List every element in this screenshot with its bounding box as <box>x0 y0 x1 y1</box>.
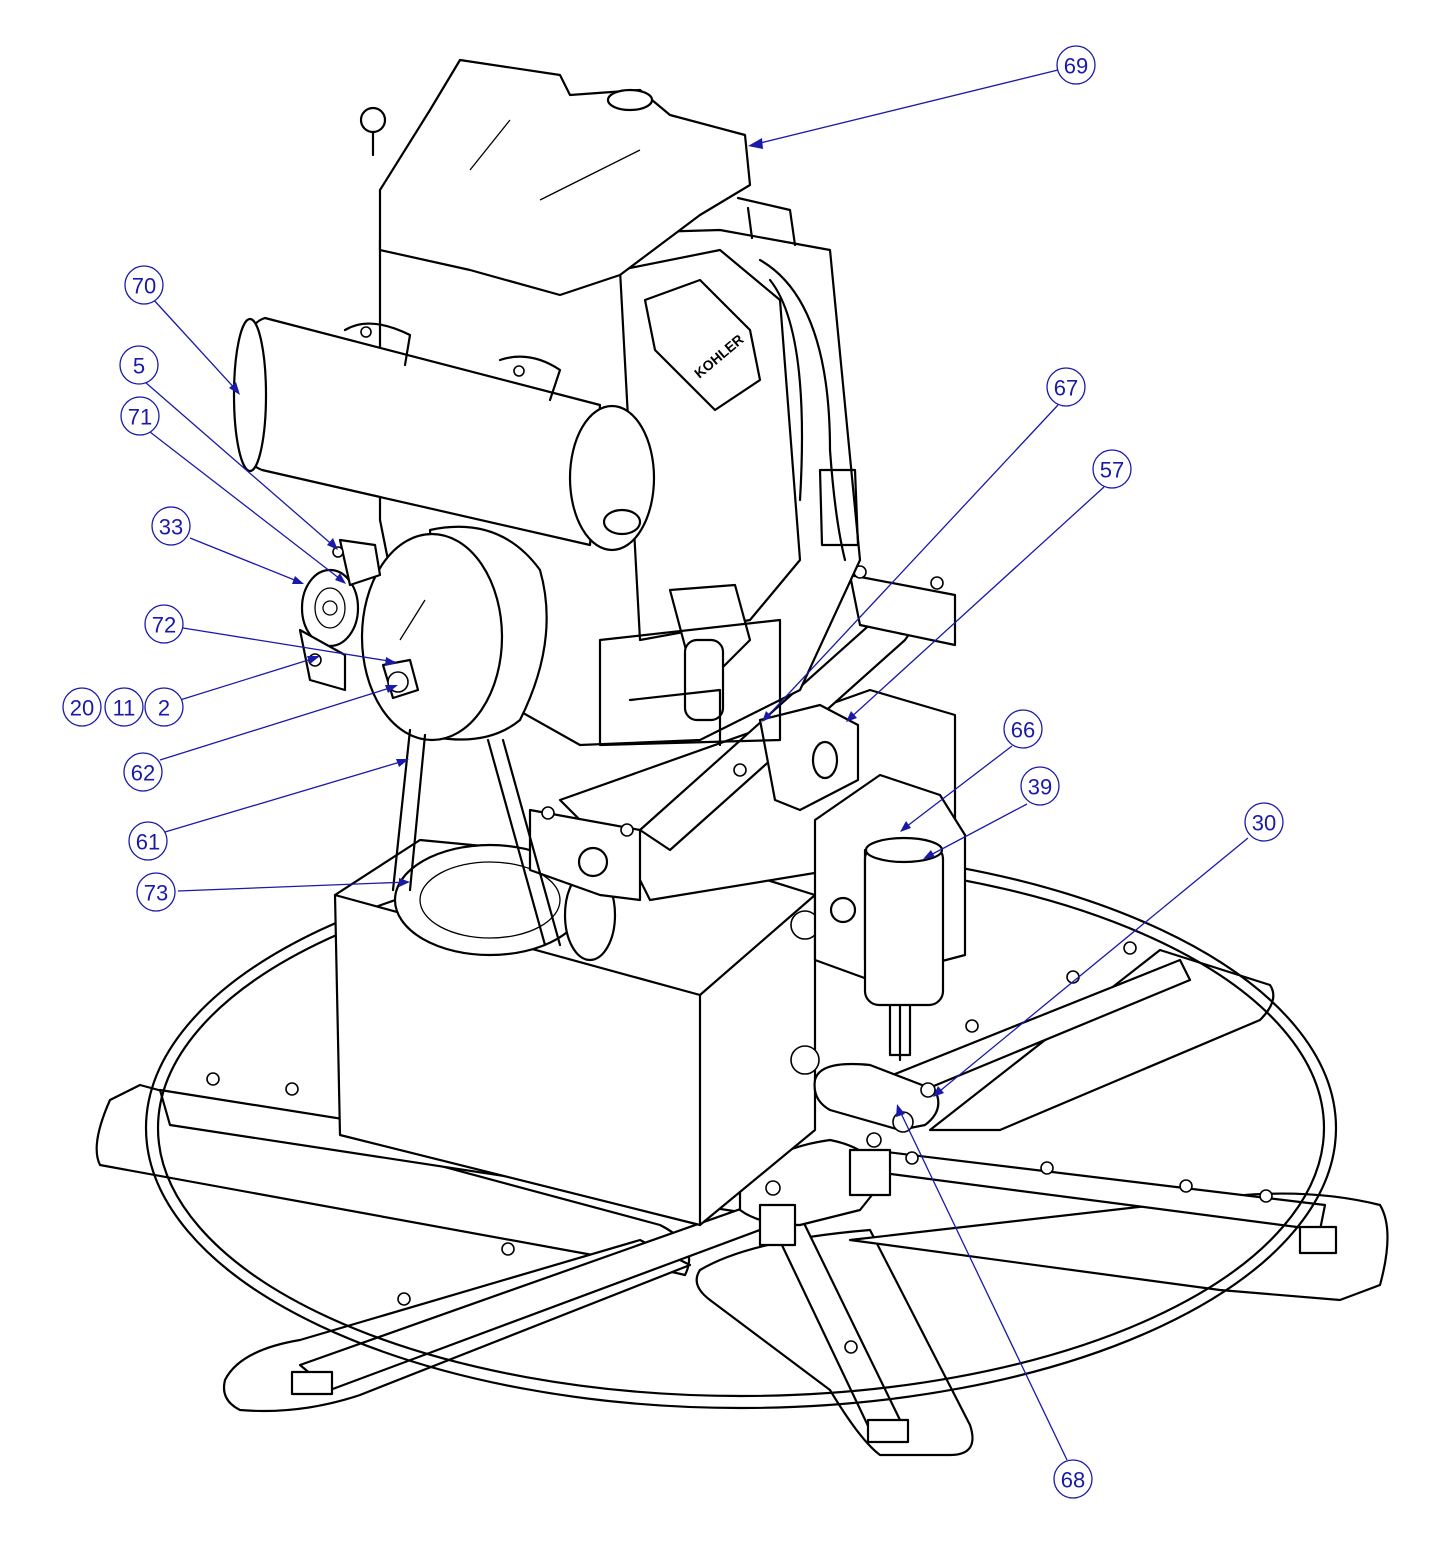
svg-text:20: 20 <box>70 696 94 721</box>
callout-67: 67 <box>1046 367 1086 407</box>
steering-bracket <box>813 773 967 1133</box>
callout-73: 73 <box>136 872 176 912</box>
svg-text:72: 72 <box>152 613 176 638</box>
callout-69: 69 <box>1056 45 1096 85</box>
callout-33: 33 <box>151 506 191 546</box>
svg-text:69: 69 <box>1064 54 1088 79</box>
callout-62: 62 <box>123 752 163 792</box>
svg-text:62: 62 <box>131 761 155 786</box>
belt-guard-box <box>333 838 820 1227</box>
svg-text:68: 68 <box>1061 1468 1085 1493</box>
svg-text:5: 5 <box>133 354 145 379</box>
muffler <box>232 316 656 552</box>
callout-20: 20 <box>62 687 102 727</box>
clutch-drum <box>360 525 548 742</box>
svg-text:57: 57 <box>1100 458 1124 483</box>
callout-70: 70 <box>124 265 164 305</box>
svg-text:67: 67 <box>1054 376 1078 401</box>
callout-2: 2 <box>144 687 184 727</box>
engine-frame <box>528 565 957 902</box>
svg-text:30: 30 <box>1252 811 1276 836</box>
svg-text:39: 39 <box>1028 775 1052 800</box>
callout-5: 5 <box>119 345 159 385</box>
callout-30: 30 <box>1244 802 1284 842</box>
svg-text:33: 33 <box>159 515 183 540</box>
fuel-tank-cover <box>359 58 797 297</box>
callout-39: 39 <box>1020 766 1060 806</box>
callout-71: 71 <box>120 396 160 436</box>
v-belts <box>391 728 562 947</box>
callout-61: 61 <box>128 821 168 861</box>
svg-text:66: 66 <box>1011 718 1035 743</box>
callout-balloons: 69 70 5 71 33 72 20 11 <box>62 45 1284 1499</box>
svg-text:70: 70 <box>132 274 156 299</box>
idler-pulley <box>298 538 382 692</box>
svg-text:2: 2 <box>158 696 170 721</box>
callout-11: 11 <box>104 687 144 727</box>
callout-57: 57 <box>1092 449 1132 489</box>
callout-68: 68 <box>1053 1459 1093 1499</box>
callout-66: 66 <box>1003 709 1043 749</box>
svg-text:61: 61 <box>136 830 160 855</box>
callout-leaders <box>144 69 1249 1461</box>
svg-text:11: 11 <box>113 696 136 721</box>
svg-text:71: 71 <box>128 405 152 430</box>
callout-72: 72 <box>144 604 184 644</box>
svg-text:73: 73 <box>144 881 168 906</box>
